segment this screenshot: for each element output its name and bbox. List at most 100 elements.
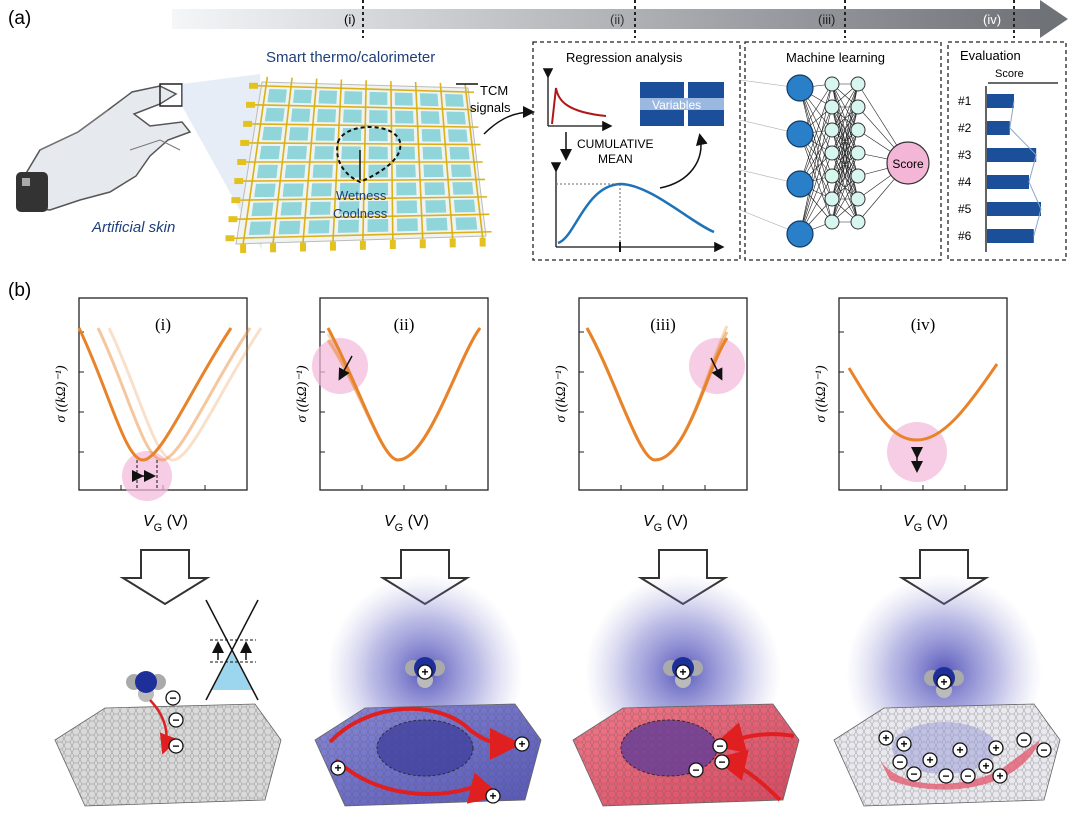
dirac-cone-fill xyxy=(212,652,252,690)
charge-symbol: + xyxy=(900,737,907,751)
electrode-pad xyxy=(389,240,396,250)
stage-markers: (i) (ii) (iii) (iv) xyxy=(344,0,1015,38)
evaluation-trend-line xyxy=(1009,100,1042,237)
gating-region xyxy=(376,719,474,777)
electrode-pad xyxy=(243,120,253,127)
dirac-cone-line xyxy=(205,599,259,701)
down-arrow xyxy=(119,549,211,606)
negative-charge-icon xyxy=(1016,732,1032,748)
sensor-pad xyxy=(422,146,443,160)
negative-charge-icon xyxy=(168,738,184,754)
charge-symbol: + xyxy=(926,753,933,767)
evaluation-item-label: #5 xyxy=(958,202,972,216)
charge-symbol: − xyxy=(910,767,917,781)
sensor-pad xyxy=(286,146,308,160)
negative-charge-icon xyxy=(714,754,730,770)
score-node xyxy=(886,141,930,185)
sensor-pad xyxy=(311,183,332,197)
charge-symbol: + xyxy=(996,769,1003,783)
electrode-pad xyxy=(249,82,258,89)
sensor-pad xyxy=(262,126,283,141)
charge-symbol: − xyxy=(942,769,949,783)
coolness-label: Coolness xyxy=(333,206,388,221)
ml-box xyxy=(744,41,942,261)
nn-hidden-node xyxy=(850,145,866,161)
cumulative-mean-plot xyxy=(550,162,725,253)
stage-label-i: (i) xyxy=(344,12,356,27)
electrode-line xyxy=(240,196,488,201)
evaluation-bar xyxy=(987,175,1029,189)
sensor-pad xyxy=(254,183,276,198)
electrode-line xyxy=(234,230,492,240)
variables-arrow xyxy=(659,133,708,189)
electrode-line xyxy=(237,213,490,220)
stage-label-iii: (iii) xyxy=(818,12,835,27)
graphene-lattice xyxy=(55,704,281,806)
electrode-line xyxy=(414,81,424,240)
tcm-label: TCM xyxy=(480,83,508,98)
plot-label: (i) xyxy=(155,315,171,334)
electrode-pad xyxy=(329,241,336,251)
sensor-pad xyxy=(420,111,440,124)
x-axis-label: VG (V) xyxy=(143,513,188,534)
sensor-pad xyxy=(368,146,388,160)
evaluation-bars: #1#2#3#4#5#6 xyxy=(958,94,1042,243)
highlight-circle xyxy=(689,338,745,394)
evaluation-bar xyxy=(987,148,1037,162)
charge-symbol: − xyxy=(716,739,723,753)
electrode-line xyxy=(390,81,394,241)
transfer-plot-ii: (ii)σ ((kΩ)⁻¹)VG (V) xyxy=(295,297,489,534)
panel-a-label: (a) xyxy=(8,8,31,29)
transfer-plot-i: (i) σ ((kΩ)⁻¹) VG (V) xyxy=(54,297,263,534)
charge-symbol: + xyxy=(982,759,989,773)
x-axis-label: VG (V) xyxy=(903,513,948,534)
nn-edge xyxy=(799,129,833,235)
electrode-pad xyxy=(228,216,238,223)
charge-symbol: + xyxy=(882,731,889,745)
negative-charge-icon xyxy=(1036,742,1052,758)
y-axis-label: σ ((kΩ)⁻¹) xyxy=(295,365,310,422)
electrode-pad xyxy=(270,243,277,253)
nn-edge xyxy=(831,129,859,223)
sensor-pad xyxy=(396,200,418,214)
electrode-pad xyxy=(225,235,235,242)
sensor-pad xyxy=(315,127,335,141)
sensor-pad xyxy=(368,182,389,196)
shifted-curve xyxy=(96,327,252,462)
nn-input-node xyxy=(786,220,814,248)
sensor-pad xyxy=(452,182,474,195)
charge-symbol: − xyxy=(1040,743,1047,757)
sensor-pad xyxy=(339,183,360,197)
positive-charge-icon xyxy=(878,730,894,746)
positive-charge-icon xyxy=(936,674,952,690)
nn-hidden-node xyxy=(824,191,840,207)
plot-label: (iii) xyxy=(650,315,676,334)
sensor-pad xyxy=(337,219,359,233)
sensor-pad xyxy=(343,109,362,123)
y-axis-label: σ ((kΩ)⁻¹) xyxy=(54,365,69,422)
score-node-label: Score xyxy=(892,157,924,171)
evaluation-item-label: #3 xyxy=(958,148,972,162)
sensor-pad xyxy=(423,164,444,178)
sensor-pad xyxy=(267,88,287,103)
charge-symbol: − xyxy=(1020,733,1027,747)
nn-hidden-node xyxy=(824,122,840,138)
positive-charge-icon xyxy=(485,788,501,804)
sensor-pad xyxy=(367,200,389,214)
negative-charge-icon xyxy=(938,768,954,784)
plot-label: (ii) xyxy=(394,315,415,334)
sensor-pad xyxy=(367,218,389,233)
nn-hidden-node xyxy=(850,76,866,92)
nn-hidden-node xyxy=(824,145,840,161)
nn-input-node xyxy=(786,170,814,198)
charge-symbol: + xyxy=(679,665,686,679)
stage-progress-arrow xyxy=(172,0,1068,38)
nn-edge xyxy=(831,152,859,223)
sensor-pad xyxy=(419,93,439,107)
sensor-pad xyxy=(424,182,445,196)
regression-title: Regression analysis xyxy=(566,50,683,65)
sensor-pad xyxy=(368,128,388,142)
positive-charge-icon xyxy=(952,742,968,758)
sensor-pad xyxy=(369,110,388,124)
